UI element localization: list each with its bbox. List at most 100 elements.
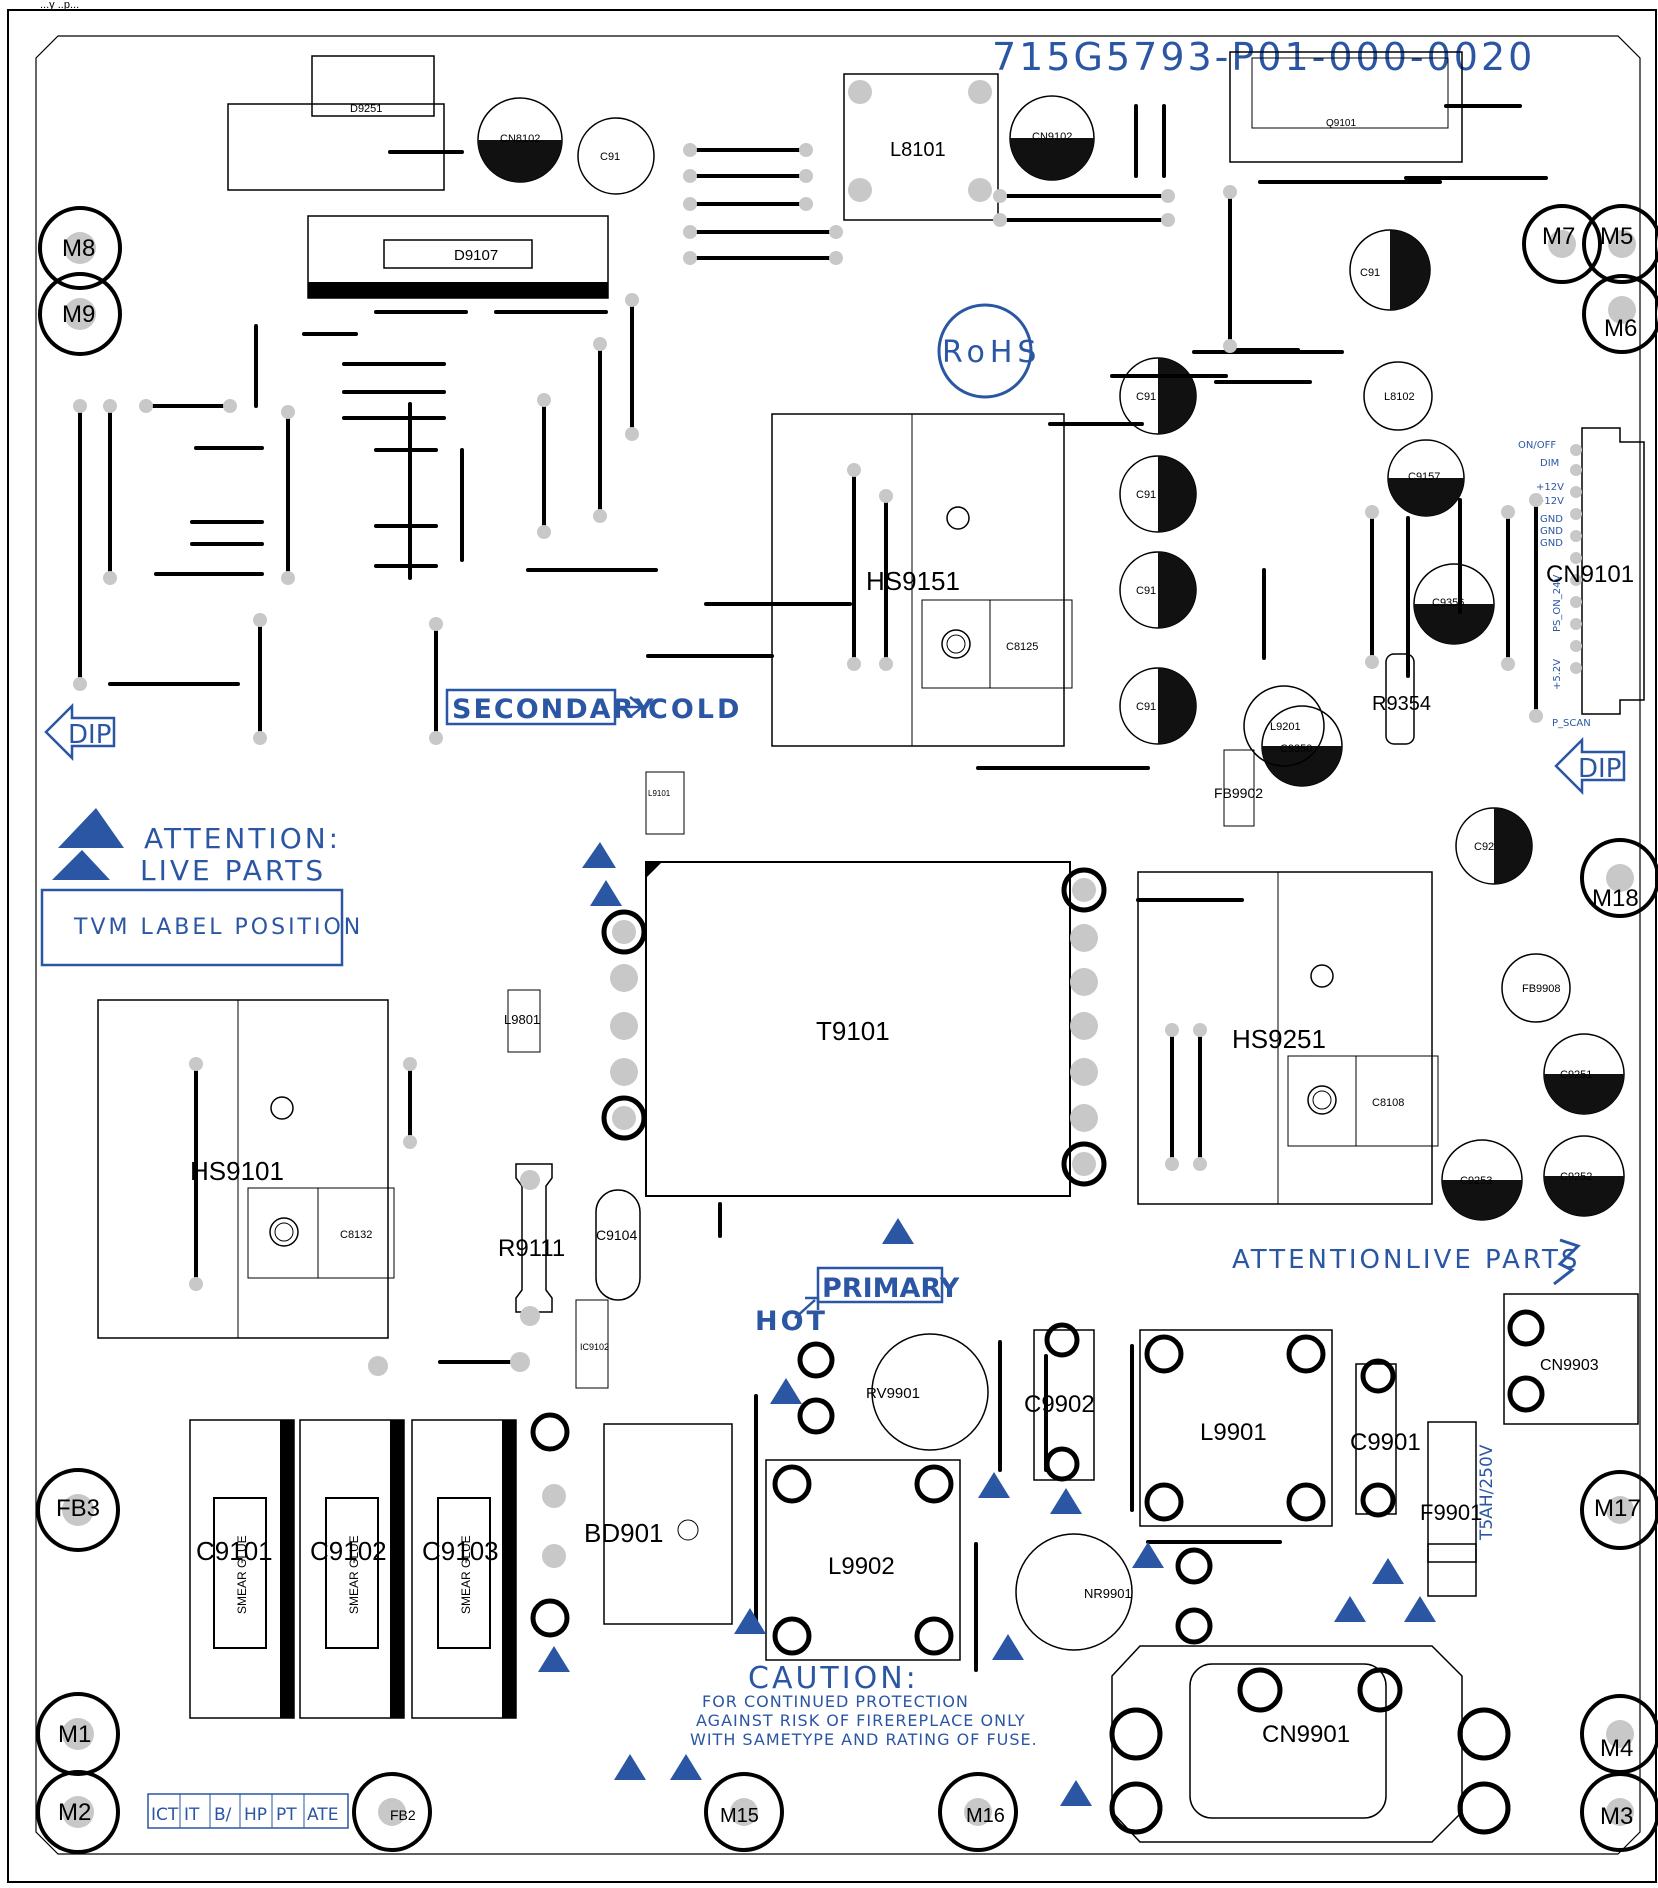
svg-text:BD901: BD901 [584, 1518, 664, 1548]
svg-text:C91: C91 [1136, 585, 1156, 597]
svg-text:C9902: C9902 [1024, 1391, 1095, 1418]
connector-cn9101: CN9101 ON/OFF DIM +12V +12V GND GND GND … [1518, 427, 1645, 729]
svg-text:F9901: F9901 [1420, 1500, 1482, 1525]
inductor-l9901: L9901 [1139, 1329, 1333, 1527]
dip-arrow-right: DIP [1554, 736, 1626, 796]
dip-arrow-left: DIP [44, 702, 116, 762]
svg-text:L9201: L9201 [1270, 721, 1301, 733]
connector-cn9903: CN9903 [1503, 1293, 1639, 1425]
heatsink-hs9251: HS9251 C8108 [1137, 871, 1439, 1205]
varistor-rv9901: RV9901 [797, 1333, 989, 1451]
svg-text:CN9102: CN9102 [1032, 131, 1072, 143]
fuse-f9901: F9901 T5AH/250V [1420, 1421, 1497, 1597]
svg-text:C9252: C9252 [1560, 1171, 1592, 1183]
svg-text:ON/OFF: ON/OFF [1518, 440, 1556, 451]
svg-text:DIP: DIP [68, 720, 111, 750]
svg-text:M17: M17 [1594, 1495, 1641, 1522]
warning-triangle-icons [538, 842, 1436, 1806]
svg-text:PS_ON_24V: PS_ON_24V [1552, 575, 1563, 632]
capacitor-c9104: C9104 [595, 1189, 641, 1301]
svg-text:FB9908: FB9908 [1522, 983, 1561, 995]
svg-text:SMEAR GLUE: SMEAR GLUE [347, 1535, 361, 1614]
svg-text:M15: M15 [720, 1805, 759, 1827]
svg-text:LIVE PARTS: LIVE PARTS [140, 854, 326, 887]
svg-text:C9350: C9350 [1280, 743, 1312, 755]
svg-text:M7: M7 [1542, 223, 1575, 250]
capacitor-c9103: C9103 SMEAR GLUE [411, 1419, 517, 1719]
capacitor-c9101: C9101 SMEAR GLUE [189, 1419, 295, 1719]
attention-live-parts-right: ATTENTIONLIVE PARTS [1232, 1238, 1581, 1286]
svg-text:IC9102: IC9102 [580, 1342, 609, 1352]
svg-text:C92: C92 [1474, 841, 1494, 853]
svg-text:+12V: +12V [1536, 496, 1564, 507]
svg-text:M16: M16 [966, 1805, 1005, 1827]
svg-text:SMEAR GLUE: SMEAR GLUE [459, 1535, 473, 1614]
svg-text:M4: M4 [1600, 1735, 1633, 1762]
tvm-label-position: TVM LABEL POSITION [73, 915, 363, 940]
board-part-number: 715G5793-P01-000-0020 [992, 35, 1535, 79]
svg-text:CN9101: CN9101 [1546, 561, 1634, 588]
svg-text:C91: C91 [1136, 391, 1156, 403]
svg-text:WITH SAMETYPE AND RATING OF FU: WITH SAMETYPE AND RATING OF FUSE. [690, 1730, 1038, 1749]
svg-text:RV9901: RV9901 [866, 1385, 920, 1402]
svg-text:C9901: C9901 [1350, 1429, 1421, 1456]
svg-text:GND: GND [1540, 526, 1563, 537]
header-text: ...y ..p... [40, 0, 79, 11]
svg-text:DIP: DIP [1578, 754, 1621, 784]
svg-text:COLD: COLD [648, 694, 742, 725]
capacitor-c9901: C9901 [1350, 1358, 1421, 1518]
svg-text:ICT: ICT [151, 1805, 179, 1825]
svg-text:C9157: C9157 [1408, 471, 1440, 483]
transformer-t9101: T9101 [601, 861, 1107, 1197]
svg-text:+12V: +12V [1536, 482, 1564, 493]
primary-hot-label: PRIMARY HOT [755, 1266, 960, 1337]
svg-text:+5.2V: +5.2V [1552, 659, 1563, 690]
svg-text:C9356: C9356 [1432, 597, 1464, 609]
heatsink-hs9151: HS9151 C8125 [771, 413, 1073, 747]
secondary-cold-label: SECONDARY COLD [445, 688, 742, 726]
svg-text:HP: HP [244, 1805, 267, 1825]
svg-text:ATTENTION:: ATTENTION: [144, 822, 341, 855]
svg-text:L8101: L8101 [890, 139, 946, 161]
svg-text:FOR CONTINUED PROTECTION: FOR CONTINUED PROTECTION [702, 1692, 969, 1711]
resistor-r9354: R9354 [1372, 653, 1431, 745]
svg-text:FB9902: FB9902 [1214, 785, 1263, 801]
capacitor-c8132: D9107 [307, 215, 609, 299]
svg-text:ATE: ATE [307, 1805, 338, 1825]
caution-fuse-text: CAUTION: FOR CONTINUED PROTECTION AGAINS… [690, 1661, 1038, 1749]
svg-text:C91: C91 [1360, 267, 1380, 279]
mount-holes [36, 204, 1658, 1854]
svg-text:C9101: C9101 [196, 1536, 273, 1566]
svg-text:FB2: FB2 [390, 1807, 416, 1823]
svg-text:CN9901: CN9901 [1262, 1721, 1350, 1748]
svg-text:M1: M1 [58, 1721, 91, 1748]
attention-live-parts-left: ATTENTION: LIVE PARTS TVM LABEL POSITION [40, 808, 363, 967]
svg-text:L9801: L9801 [504, 1012, 540, 1027]
svg-text:SMEAR GLUE: SMEAR GLUE [235, 1535, 249, 1614]
jumper-traces [78, 104, 1548, 1672]
svg-text:CAUTION:: CAUTION: [748, 1661, 919, 1696]
svg-text:L9902: L9902 [828, 1553, 895, 1580]
capacitor-c9902: C9902 [1024, 1322, 1095, 1482]
svg-text:C8132: C8132 [340, 1229, 372, 1241]
svg-text:NR9901: NR9901 [1084, 1586, 1132, 1601]
svg-text:Q9101: Q9101 [1326, 118, 1356, 129]
resistor-r9111: R9111 [498, 1163, 565, 1313]
svg-text:M6: M6 [1604, 315, 1637, 342]
svg-text:C9102: C9102 [310, 1536, 387, 1566]
svg-text:C91: C91 [1136, 489, 1156, 501]
svg-text:M2: M2 [58, 1799, 91, 1826]
svg-text:FB3: FB3 [56, 1495, 100, 1522]
svg-text:C9103: C9103 [422, 1536, 499, 1566]
svg-text:CN9903: CN9903 [1540, 1357, 1599, 1374]
svg-text:L8102: L8102 [1384, 391, 1415, 403]
svg-text:R9354: R9354 [1372, 693, 1431, 715]
svg-text:M8: M8 [62, 235, 95, 262]
svg-text:HS9151: HS9151 [866, 566, 960, 596]
svg-text:GND: GND [1540, 538, 1563, 549]
svg-text:C8125: C8125 [1006, 641, 1038, 653]
svg-text:C9104: C9104 [596, 1227, 637, 1243]
svg-text:D9251: D9251 [350, 103, 382, 115]
svg-text:C91: C91 [600, 151, 620, 163]
